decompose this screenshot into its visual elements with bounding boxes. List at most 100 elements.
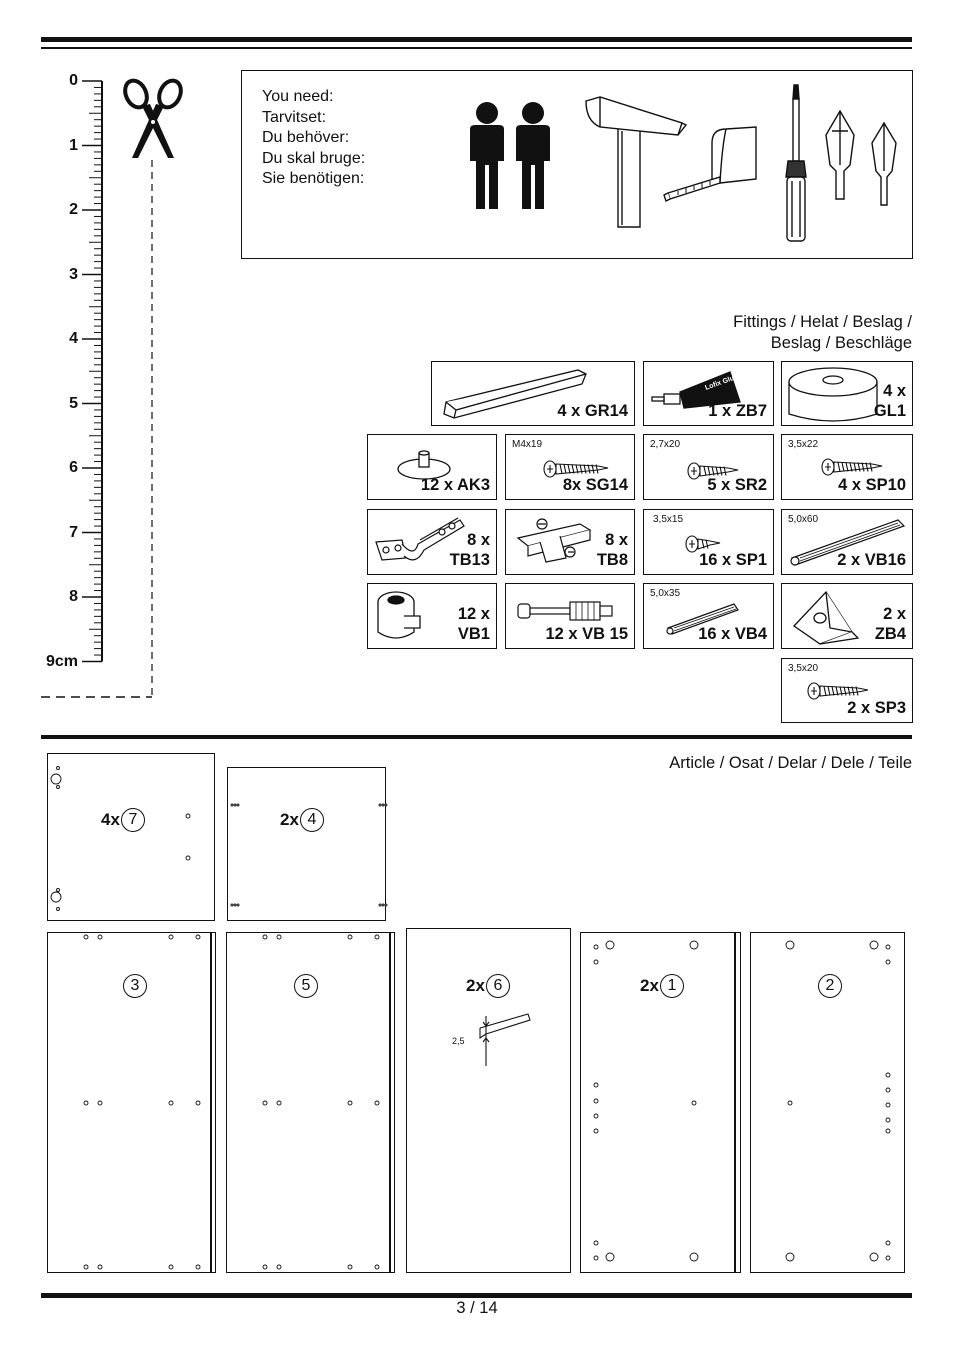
fitting-sp10: 3,5x22 4 x SP10 [781,434,913,500]
fitting-label: 4 x GR14 [557,402,628,420]
tools-line: You need: [262,88,334,105]
panel-label: 2x 1 [640,974,684,998]
fitting-label: 1 x ZB7 [708,402,767,420]
panel-number: 3 [123,974,147,998]
fitting-label: 8 x TB13 [449,531,490,569]
fitting-zb7: Lofix Glue Coll 1 x ZB7 [643,361,774,426]
fittings-heading: Fittings / Helat / Beslag / Beslag / Bes… [733,312,912,353]
fitting-label: 2 x ZB4 [874,605,906,643]
glider-foot-icon [788,367,878,422]
fitting-sr2: 2,7x20 5 x SR2 [643,434,774,500]
shelf-support-icon [397,450,451,480]
fitting-label: 2 x SP3 [847,699,906,717]
bottom-rule [41,1293,912,1298]
panel-number: 4 [299,808,324,832]
tools-line: Sie benötigen: [262,170,365,187]
fitting-label: 12 x VB1 [457,605,490,643]
panel-3-edge [211,932,216,1273]
screw-icon [685,535,721,553]
panel-label: 4x 7 [101,808,145,832]
fitting-label: 2 x VB16 [837,551,906,569]
fitting-dimension: 5,0x60 [788,514,819,525]
fitting-dimension: 3,5x20 [788,663,819,674]
panel-1 [580,932,735,1273]
scissors-icon [123,78,183,158]
fitting-label: 12 x AK3 [420,476,490,494]
fittings-heading-line: Beslag / Beschläge [770,333,912,352]
cam-lock-icon [377,591,421,639]
ruler-label: 6 [69,459,78,476]
fitting-dimension: M4x19 [512,439,543,450]
top-rule-thin [41,47,912,49]
ruler-scale [41,80,153,698]
fitting-ak3: 12 x AK3 [367,434,497,500]
tape-measure-icon [663,126,757,202]
ruler-label: 7 [69,524,78,541]
fitting-tb13: 8 x TB13 [367,509,497,575]
panel-5-edge [390,932,395,1273]
page-number: 3 / 14 [456,1299,498,1317]
ruler-label: 1 [69,137,78,154]
panel-7 [47,753,215,921]
panel-label: 5 [293,974,318,998]
hammer-icon [585,96,688,228]
tools-text: You need: Tarvitset: Du behöver: Du skal… [262,87,365,190]
phillips-bit-icon [825,109,855,200]
fitting-sp1: 3,5x15 16 x SP1 [643,509,774,575]
fitting-vb16: 5,0x60 2 x VB16 [781,509,913,575]
top-rule-thick [41,37,912,42]
ruler-label: 5 [69,395,78,412]
flat-bit-icon [871,121,897,206]
fitting-label: 8 x TB8 [596,531,628,569]
fitting-vb1: 12 x VB1 [367,583,497,649]
ruler-label: 8 [69,588,78,605]
fitting-dimension: 3,5x22 [788,439,819,450]
panel-qty: 4x [101,810,120,829]
screw-icon [687,462,739,480]
corner-bracket-icon [793,590,860,645]
panel-number: 5 [294,974,318,998]
glue-tube-icon: Lofix Glue Coll [651,368,753,409]
fittings-heading-line: Fittings / Helat / Beslag / [733,313,912,331]
panel-label: 3 [122,974,147,998]
panel-number: 7 [120,808,145,832]
panel-label: 2 [817,974,842,998]
panel-qty: 2x [640,976,659,995]
two-persons-icon [470,102,550,209]
fitting-label: 16 x VB4 [698,625,767,643]
panel-number: 1 [659,974,684,998]
screw-icon [543,460,609,478]
hinge-icon [375,517,465,561]
edge-detail-dim: 2,5 [452,1036,465,1046]
fitting-dimension: 3,5x15 [653,514,684,525]
panel-number: 6 [485,974,510,998]
screw-icon [807,682,869,700]
fitting-tb8: 8 x TB8 [505,509,635,575]
fitting-gl1: 4 x GL1 [781,361,913,426]
panel-1-edge [735,932,741,1273]
glide-rail-icon [443,369,587,419]
edge-detail-icon: 2,5 [452,1013,531,1066]
dowel-icon [790,519,906,566]
fitting-vb4: 5,0x35 16 x VB4 [643,583,774,649]
ruler-label: 2 [69,201,78,218]
tools-line: Du behöver: [262,129,350,146]
fitting-label: 12 x VB 15 [545,625,628,643]
panel-qty: 2x [280,810,299,829]
screw-icon [821,458,883,476]
panel-label: 2x 4 [280,808,324,832]
fitting-label: 8x SG14 [562,476,628,494]
ruler-label: 0 [69,72,78,89]
screwdriver-icon [785,84,807,242]
fitting-dimension: 5,0x35 [650,588,681,599]
ruler-label: 9cm [45,653,78,670]
tools-box: You need: Tarvitset: Du behöver: Du skal… [241,70,913,259]
connecting-bolt-icon [517,601,613,621]
section-rule [41,735,912,739]
panel-number: 2 [818,974,842,998]
articles-heading: Article / Osat / Delar / Dele / Teile [669,754,912,772]
tools-line: Du skal bruge: [262,149,366,167]
fitting-sp3: 3,5x20 2 x SP3 [781,658,913,723]
mounting-plate-icon [516,518,592,563]
ruler-label: 3 [69,266,78,283]
